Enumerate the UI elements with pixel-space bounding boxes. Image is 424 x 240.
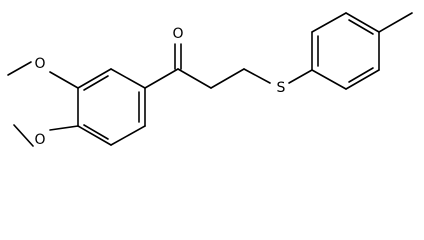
sulfur-label: S — [277, 80, 286, 96]
ring-bond — [110, 68, 146, 89]
ring-double-bond — [83, 75, 109, 91]
chain-bond — [144, 68, 179, 89]
ring-bond — [77, 125, 112, 146]
methoxy-bond — [49, 125, 79, 131]
ketone-oxygen-label: O — [172, 26, 183, 42]
chain-bond — [243, 68, 271, 84]
methoxy-oxygen-lower-label: O — [34, 132, 45, 148]
ring-bond — [311, 69, 347, 90]
ring-double-bond — [348, 67, 374, 83]
methoxy-bond — [49, 71, 79, 89]
tolyl-ring — [311, 12, 413, 90]
ring-double-bond — [83, 124, 109, 140]
ring-bond — [77, 68, 112, 89]
chain-bond — [288, 69, 313, 84]
chain-bond — [177, 68, 212, 89]
methoxy-upper: O — [7, 56, 79, 89]
dimethoxyphenyl-ring — [77, 68, 146, 146]
ring-bond — [110, 125, 146, 146]
chain-bond — [210, 68, 245, 89]
methoxy-oxygen-upper-label: O — [34, 56, 45, 72]
structure-diagram: O O O S — [7, 12, 413, 148]
propanone-chain: O S — [144, 26, 313, 96]
ring-bond — [311, 12, 347, 33]
molecule-canvas: O O O S — [7, 12, 413, 148]
methoxy-bond — [13, 124, 34, 147]
ring-bond — [345, 12, 380, 33]
methoxy-bond — [7, 61, 32, 76]
methyl-bond — [378, 12, 413, 33]
ring-double-bond — [348, 19, 374, 35]
ring-bond — [345, 69, 380, 90]
methoxy-lower: O — [13, 124, 79, 148]
